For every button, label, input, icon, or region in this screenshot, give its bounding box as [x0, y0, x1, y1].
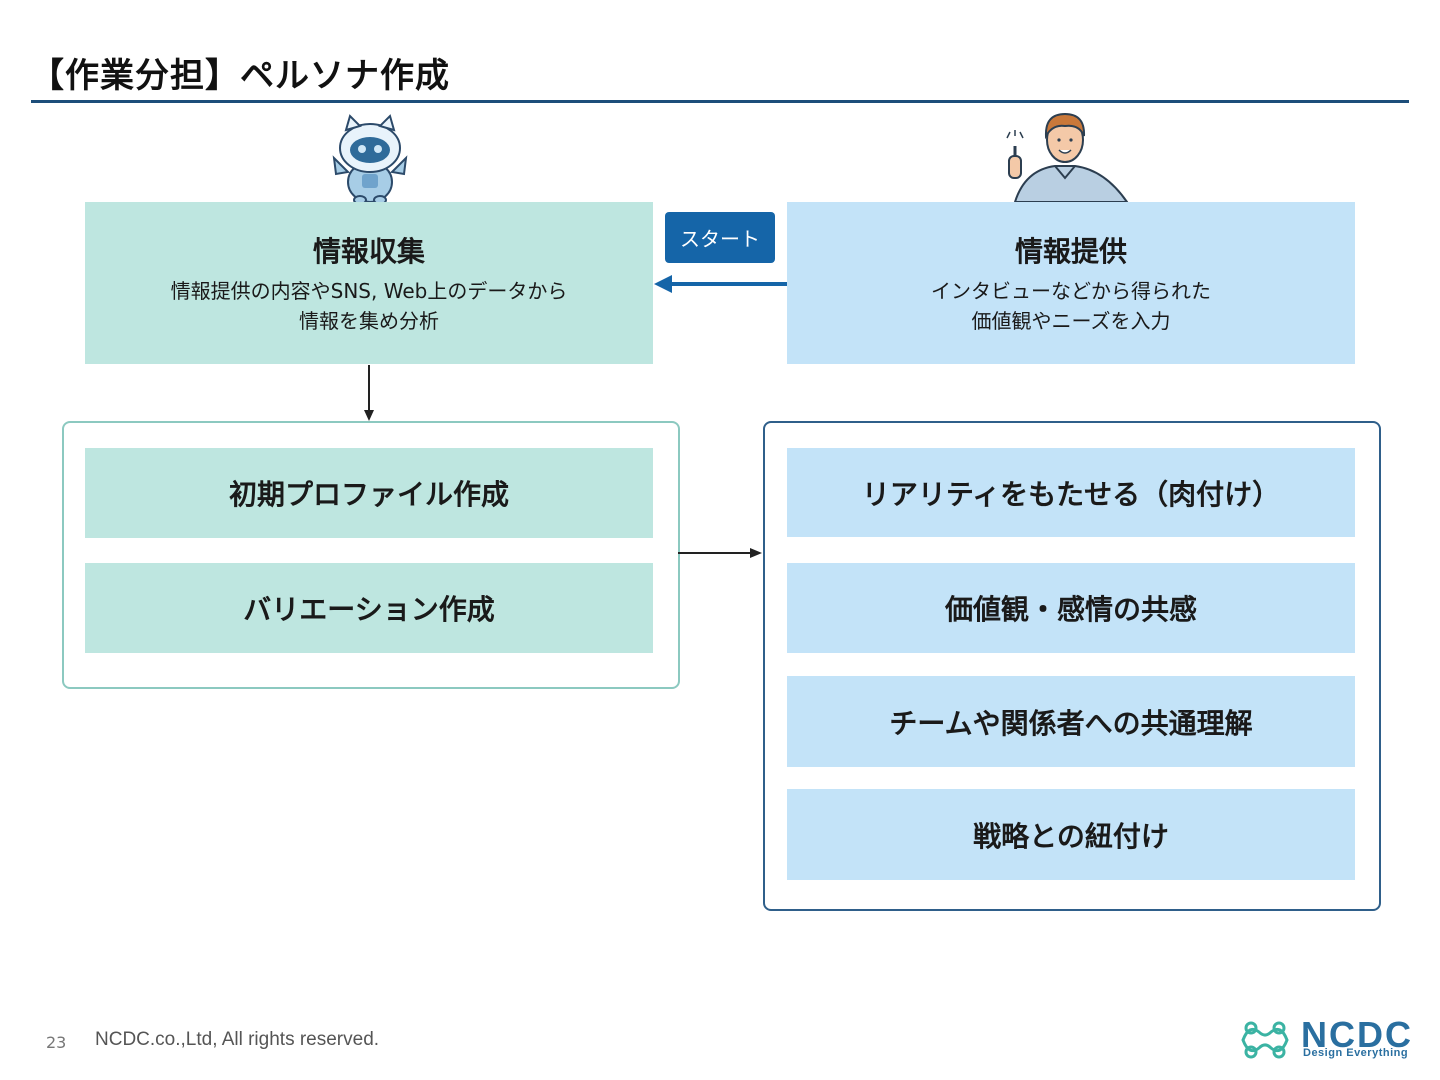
right-arrow	[678, 548, 762, 558]
right-group-item-empathy: 価値観・感情の共感	[787, 563, 1355, 653]
down-arrow	[364, 365, 374, 421]
left-group-item-variation: バリエーション作成	[85, 563, 653, 653]
info-collect-line1: 情報提供の内容やSNS, Web上のデータから	[170, 279, 568, 303]
info-provide-box: 情報提供 インタビューなどから得られた 価値観やニーズを入力	[787, 202, 1355, 364]
info-collect-line2: 情報を集め分析	[299, 309, 439, 333]
start-arrow	[654, 275, 787, 293]
title-underline	[31, 100, 1409, 103]
page-number: 23	[46, 1033, 67, 1052]
right-group-item-strategy: 戦略との紐付け	[787, 789, 1355, 880]
right-group-item-shared-understanding: チームや関係者への共通理解	[787, 676, 1355, 767]
info-collect-title: 情報収集	[312, 235, 425, 268]
info-provide-line1: インタビューなどから得られた	[931, 279, 1211, 303]
info-provide-line2: 価値観やニーズを入力	[971, 309, 1171, 333]
ncdc-logo-tagline: Design Everything	[1303, 1047, 1409, 1059]
copyright: NCDC.co.,Ltd, All rights reserved.	[95, 1029, 380, 1050]
page-title: 【作業分担】ペルソナ作成	[30, 56, 450, 96]
info-provide-title: 情報提供	[1014, 235, 1127, 268]
right-group-item-reality: リアリティをもたせる（肉付け）	[787, 448, 1355, 537]
ncdc-logo-text: NCDC	[1301, 1014, 1413, 1055]
start-badge: スタート	[665, 212, 775, 263]
info-collect-box: 情報収集 情報提供の内容やSNS, Web上のデータから 情報を集め分析	[85, 202, 653, 364]
left-group-item-profile: 初期プロファイル作成	[85, 448, 653, 538]
